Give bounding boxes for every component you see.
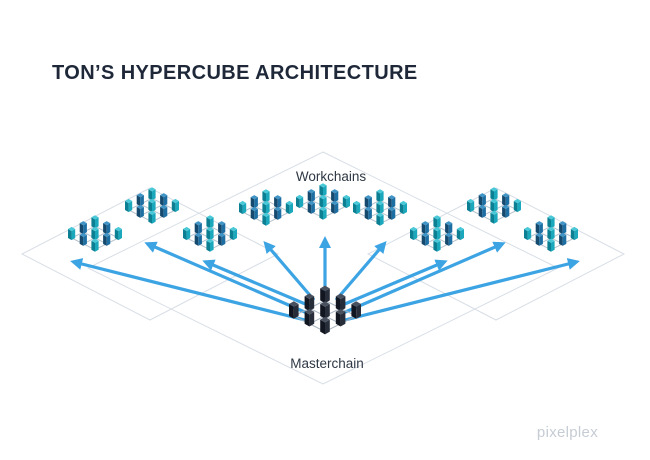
page-title: TON’S HYPERCUBE ARCHITECTURE — [52, 62, 418, 84]
masterchain-label: Masterchain — [290, 356, 364, 371]
workchains-label: Workchains — [295, 169, 367, 184]
pixelplex-logo: pixelplex — [536, 424, 598, 441]
